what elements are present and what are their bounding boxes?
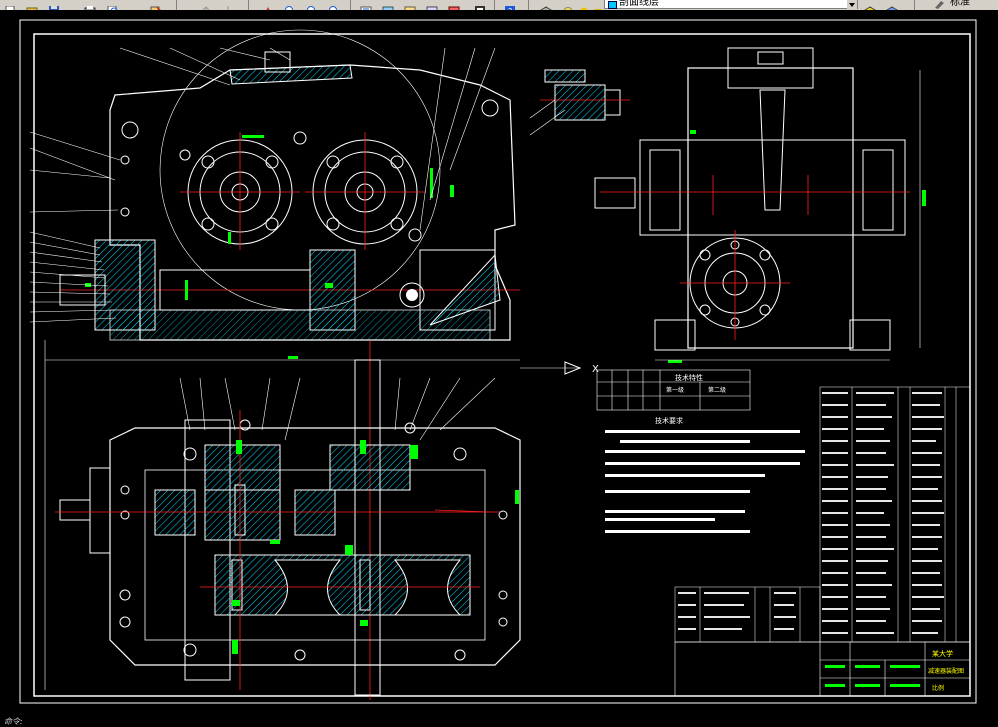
- svg-text:第二级: 第二级: [708, 386, 726, 394]
- layer-previous-icon[interactable]: [886, 0, 898, 10]
- side-view: [594, 47, 926, 363]
- zoom-realtime-icon[interactable]: [284, 0, 296, 10]
- layer-lock-icon[interactable]: [592, 0, 604, 10]
- layer-manager-icon[interactable]: [540, 0, 552, 10]
- title-block: [674, 641, 971, 697]
- open-icon[interactable]: [26, 0, 38, 10]
- cad-drawing: X: [19, 19, 977, 704]
- zoom-window-icon[interactable]: [306, 0, 318, 10]
- svg-text:X: X: [592, 364, 599, 375]
- properties-icon[interactable]: [360, 0, 372, 10]
- title-block-name: 减速器装配图: [928, 667, 964, 675]
- new-icon[interactable]: [4, 0, 16, 10]
- text-style-icon: [935, 1, 944, 9]
- preview-icon[interactable]: [106, 0, 118, 10]
- command-prompt: 命令:: [4, 717, 23, 726]
- layer-color-swatch: [608, 1, 617, 9]
- layer-freeze-icon[interactable]: [578, 0, 590, 10]
- redo-arrow-icon[interactable]: [222, 0, 234, 10]
- zoom-previous-icon[interactable]: [328, 0, 340, 10]
- parts-list-rows: [678, 392, 944, 634]
- title-block-scale: 比例: [932, 684, 944, 692]
- design-center-icon[interactable]: [382, 0, 394, 10]
- text-style-value: 标准: [950, 0, 970, 8]
- front-view: [44, 29, 520, 700]
- svg-text:技术特性: 技术特性: [675, 373, 703, 382]
- parts-list: [674, 386, 971, 643]
- drawing-canvas[interactable]: X: [0, 10, 998, 717]
- pan-icon[interactable]: [262, 0, 274, 10]
- inner-frame: [33, 33, 971, 697]
- publish-icon[interactable]: [150, 0, 162, 10]
- plot-icon[interactable]: [84, 0, 96, 10]
- command-line[interactable]: 命令:: [0, 717, 998, 727]
- tech-requirements-title: 技术要求: [655, 416, 683, 425]
- tech-requirements-lines: [605, 430, 805, 533]
- save-icon[interactable]: [48, 0, 60, 10]
- markup-icon[interactable]: [448, 0, 460, 10]
- chevron-down-icon[interactable]: [847, 0, 857, 9]
- make-current-icon[interactable]: [864, 0, 876, 10]
- layer-dropdown-value: 剖面线层: [619, 0, 659, 8]
- help-icon[interactable]: ?: [504, 0, 516, 11]
- calculator-icon[interactable]: [474, 0, 486, 10]
- tool-palettes-icon[interactable]: [404, 0, 416, 10]
- sheetset-icon[interactable]: [426, 0, 438, 10]
- svg-text:?: ?: [508, 7, 512, 11]
- detail-view: [529, 69, 630, 136]
- svg-text:第一级: 第一级: [666, 386, 684, 394]
- characteristics-table: [596, 369, 751, 411]
- title-block-school: 某大学: [932, 649, 953, 658]
- plan-view: [44, 359, 521, 696]
- layer-on-icon[interactable]: [562, 0, 574, 10]
- outer-frame: [19, 19, 977, 704]
- layer-dropdown[interactable]: 剖面线层: [604, 0, 858, 9]
- text-style-dropdown[interactable]: 标准: [934, 0, 998, 9]
- undo-arrow-icon[interactable]: [200, 0, 212, 10]
